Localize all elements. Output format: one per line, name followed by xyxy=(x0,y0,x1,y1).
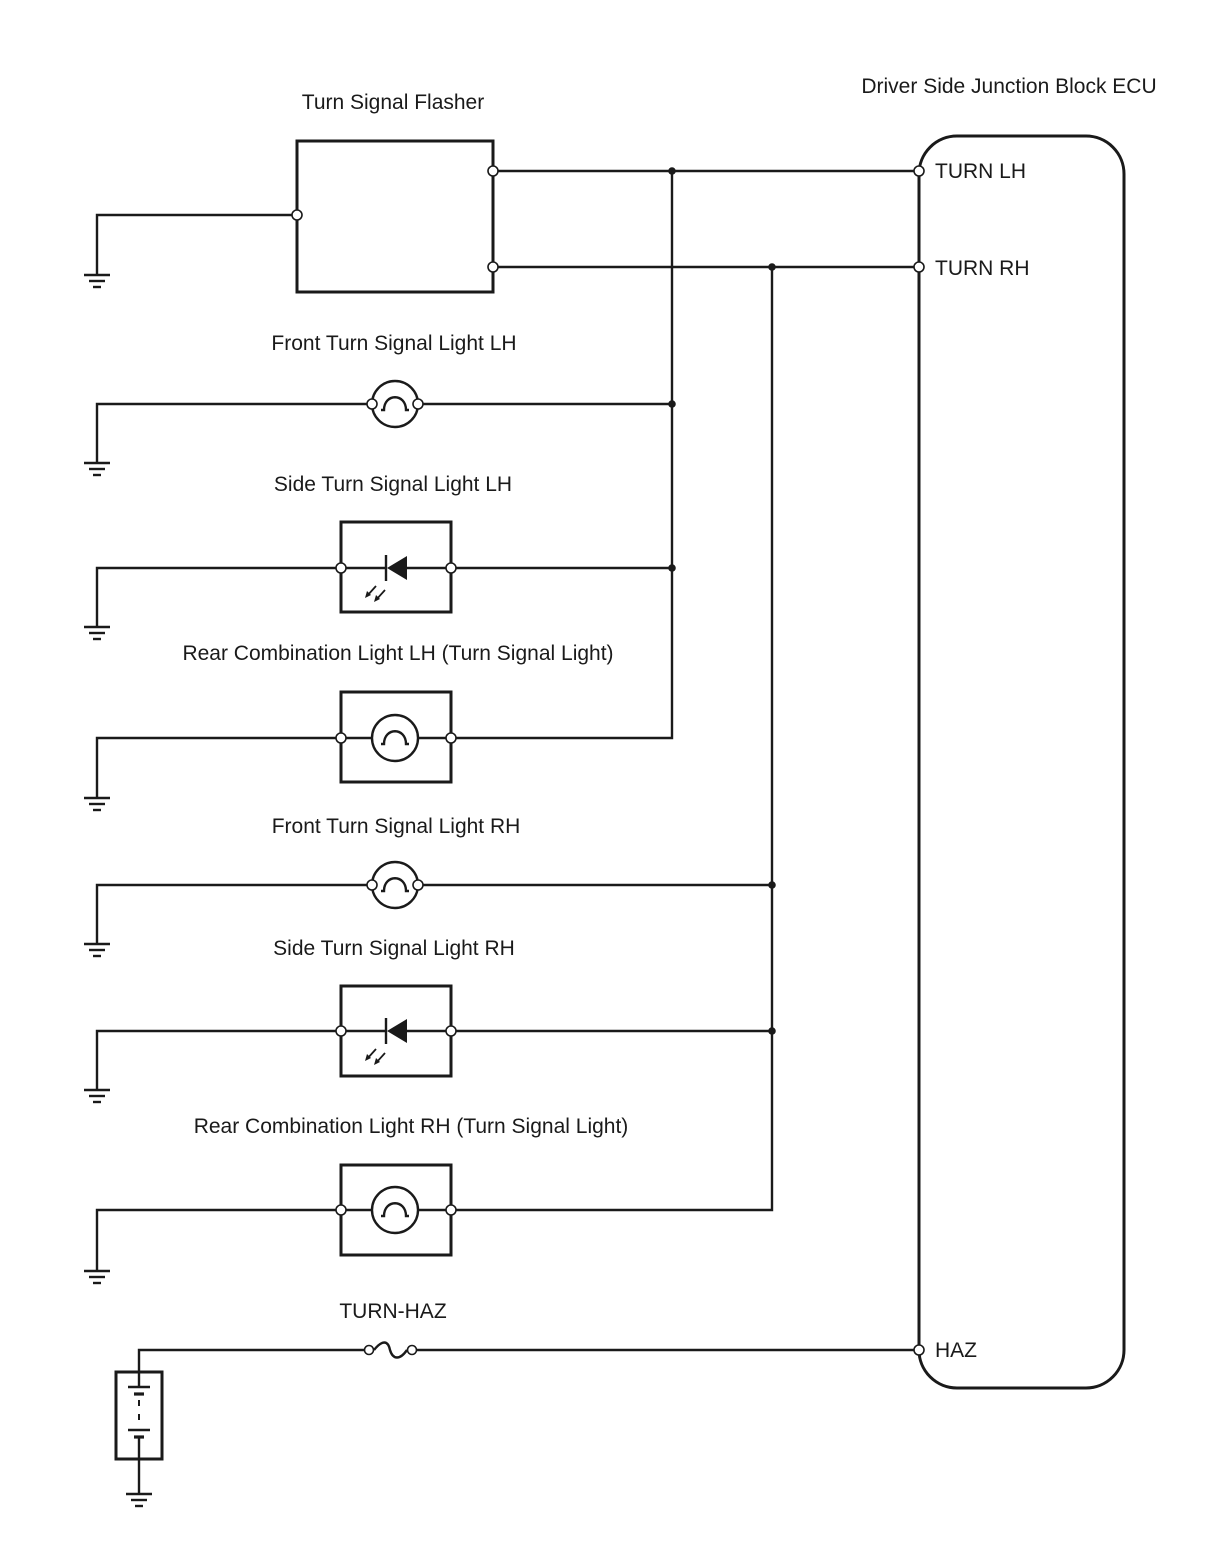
side-rh-label: Side Turn Signal Light RH xyxy=(273,937,515,960)
ground-icon xyxy=(84,461,110,477)
ground-icon xyxy=(84,625,110,641)
front-lh-label: Front Turn Signal Light LH xyxy=(271,332,516,355)
led-diode-icon xyxy=(365,555,407,602)
terminal-turn-lh-label: TURN LH xyxy=(935,160,1026,183)
ground-icon xyxy=(84,273,110,289)
turn-signal-flasher xyxy=(295,139,495,294)
bulb-icon xyxy=(370,860,420,910)
led-diode-icon xyxy=(365,1018,407,1065)
terminal-circles xyxy=(291,165,925,1356)
ecu-label: Driver Side Junction Block ECU xyxy=(861,75,1156,98)
ground-icon xyxy=(84,1269,110,1285)
wiring xyxy=(95,169,919,1494)
terminal-haz-label: HAZ xyxy=(935,1339,977,1362)
bulb-icon xyxy=(370,713,420,763)
junction-block-ecu xyxy=(917,134,1126,1390)
battery-icon xyxy=(114,1370,164,1461)
front-rh-label: Front Turn Signal Light RH xyxy=(272,815,521,838)
ground-icon xyxy=(126,1492,152,1508)
rear-lh-label: Rear Combination Light LH (Turn Signal L… xyxy=(182,642,613,665)
bulb-icon xyxy=(370,379,420,429)
bulb-icon xyxy=(370,1185,420,1235)
side-lh-label: Side Turn Signal Light LH xyxy=(274,473,512,496)
junction-dots xyxy=(668,167,776,1035)
fuse-label: TURN-HAZ xyxy=(339,1300,446,1323)
ground-icon xyxy=(84,1088,110,1104)
terminal-turn-rh-label: TURN RH xyxy=(935,257,1030,280)
flasher-label: Turn Signal Flasher xyxy=(302,91,484,114)
ground-icon xyxy=(84,796,110,812)
rear-rh-label: Rear Combination Light RH (Turn Signal L… xyxy=(194,1115,629,1138)
ground-icon xyxy=(84,942,110,958)
fuse-icon xyxy=(363,1341,418,1359)
